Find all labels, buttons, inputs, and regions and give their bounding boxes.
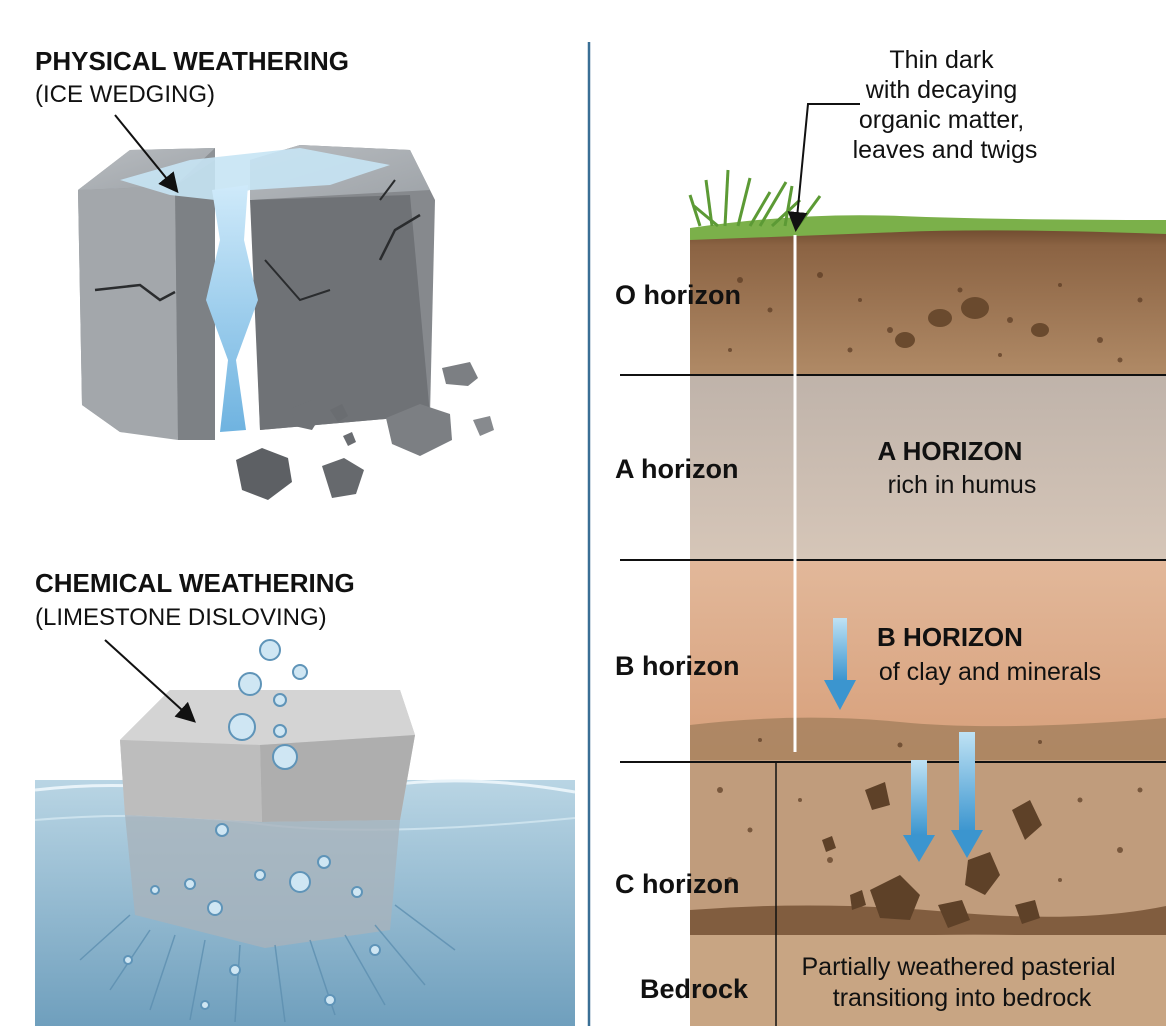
dissolution-bubbles (123, 639, 381, 1010)
leaching-arrows (824, 618, 983, 862)
o-annotation-line-4: leaves and twigs (853, 136, 1038, 164)
b-horizon-label: B horizon (615, 651, 739, 681)
cracked-rock-illustration (78, 145, 435, 440)
b-horizon-title: B HORIZON (877, 622, 1023, 652)
b-horizon-down-arrow (824, 618, 856, 710)
o-horizon-layer (690, 228, 1166, 375)
b-horizon-desc: of clay and minerals (879, 658, 1101, 686)
a-horizon-layer (690, 375, 1166, 560)
svg-text:Thin dark with decayin: Thin dark with decaying organic matter, … (853, 46, 1038, 164)
bedrock-desc-line-1: Partially weathered pasterial (801, 953, 1115, 981)
o-horizon-label: O horizon (615, 280, 741, 310)
physical-weathering-subtitle: (ICE WEDGING) (35, 81, 215, 108)
c-horizon-down-arrow-1 (903, 760, 935, 862)
physical-weathering-panel: PHYSICAL WEATHERING (ICE WEDGING) (35, 46, 494, 500)
bedrock-desc-line-2: transitiong into bedrock (833, 984, 1092, 1012)
chemical-weathering-title: CHEMICAL WEATHERING (35, 568, 355, 598)
physical-weathering-title: PHYSICAL WEATHERING (35, 46, 349, 76)
soil-profile: Thin dark with decaying organic matter, … (615, 46, 1166, 1026)
a-horizon-desc: rich in humus (888, 471, 1037, 499)
o-annotation-line-2: with decaying (865, 76, 1017, 104)
c-horizon-label: C horizon (615, 869, 739, 899)
chemical-weathering-panel: CHEMICAL WEATHERING (LIMESTONE DISLOVING… (34, 568, 576, 1026)
c-horizon-rocks (822, 782, 1042, 928)
ice-wedging-pointer (114, 114, 179, 194)
a-horizon-label: A horizon (615, 454, 738, 484)
limestone-pointer (104, 639, 196, 723)
o-annotation-line-3: organic matter, (859, 106, 1024, 134)
rock-debris (236, 362, 494, 500)
svg-text:Partially weathered pasterial: Partially weathered pasterial transition… (801, 953, 1122, 1012)
o-horizon-annotation: Thin dark with decaying organic matter, … (787, 46, 1038, 232)
grass-tuft (688, 169, 822, 228)
o-annotation-pointer (787, 103, 860, 232)
a-horizon-title: A HORIZON (878, 436, 1023, 466)
chemical-weathering-subtitle: (LIMESTONE DISLOVING) (35, 604, 327, 631)
soil-particles (717, 272, 1143, 883)
c-horizon-down-arrow-2 (951, 732, 983, 858)
bedrock-label: Bedrock (640, 974, 749, 1004)
o-annotation-line-1: Thin dark (889, 46, 994, 74)
grass-strip (690, 215, 1166, 240)
